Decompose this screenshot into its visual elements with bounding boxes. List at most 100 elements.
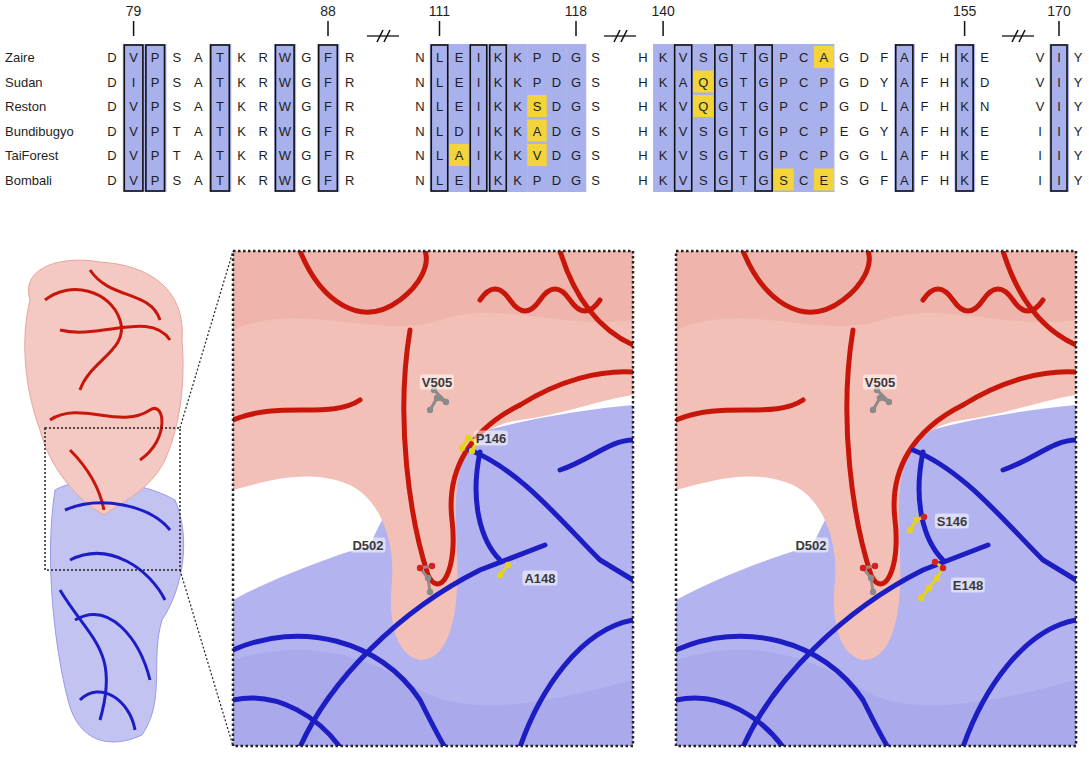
position-number: 79 (126, 4, 142, 18)
residue-letter: K (494, 173, 503, 186)
position-tick (327, 21, 329, 36)
residue-letter: G (301, 100, 311, 113)
residue-letter: D (552, 124, 561, 137)
residue-letter: R (345, 51, 354, 64)
identity-box (319, 45, 338, 191)
residue-letter: S (591, 75, 600, 88)
residue-letter: R (258, 100, 267, 113)
residue-letter: K (659, 100, 668, 113)
residue-letter: P (820, 149, 829, 162)
residue-letter: K (659, 149, 668, 162)
break-slash (1012, 30, 1018, 42)
residue-atom (465, 435, 471, 441)
conserved-shading (673, 44, 694, 192)
residue-letter: E (980, 149, 989, 162)
residue-letter: R (345, 100, 354, 113)
blue-ribbon (70, 554, 165, 600)
residue-letter: I (477, 100, 481, 113)
red-ribbon (50, 408, 162, 460)
residue-letter: F (324, 173, 332, 186)
residue-letter: T (740, 173, 748, 186)
residue-letter: K (494, 124, 503, 137)
conserved-shading (566, 44, 586, 192)
red-ribbon (70, 450, 104, 510)
position-number: 118 (565, 4, 587, 18)
identity-box (431, 45, 448, 191)
residue-letter: G (301, 51, 311, 64)
residue-letter: L (436, 51, 443, 64)
residue-letter: V (1036, 100, 1045, 113)
blue-ribbon (75, 615, 150, 680)
residue-letter: T (216, 173, 224, 186)
residue-letter: N (415, 75, 424, 88)
residue-atom (429, 563, 435, 569)
zoom-panel (676, 251, 1076, 747)
residue-atom (434, 395, 440, 401)
residue-letter: W (279, 173, 291, 186)
residue-letter: R (258, 51, 267, 64)
residue-letter: W (279, 124, 291, 137)
residue-letter: G (759, 51, 769, 64)
zoom-line (180, 570, 233, 746)
species-name: TaiForest (5, 149, 58, 162)
red-ribbon (60, 326, 170, 340)
residue-letter: S (699, 149, 708, 162)
residue-letter: T (740, 75, 748, 88)
conserved-shading (508, 44, 528, 192)
residue-letter: N (415, 149, 424, 162)
residue-letter: S (699, 173, 708, 186)
residue-letter: K (513, 51, 522, 64)
residue-letter: K (494, 75, 503, 88)
residue-letter: E (455, 51, 464, 64)
blue-ribbon (560, 440, 633, 470)
panel-border (676, 251, 1076, 746)
residue-letter: F (920, 51, 928, 64)
identity-box (490, 45, 507, 191)
residue-letter: S (591, 149, 600, 162)
residue-letter: Y (1074, 75, 1083, 88)
conserved-shading (527, 44, 547, 192)
residue-letter: V (679, 173, 688, 186)
residue-letter: C (799, 149, 808, 162)
residue-letter: K (237, 75, 246, 88)
residue-letter: A (900, 124, 909, 137)
residue-atom (870, 407, 876, 413)
residue-letter: P (820, 124, 829, 137)
identity-box (211, 45, 230, 191)
residue-letter: I (1038, 124, 1042, 137)
residue-letter: I (1057, 124, 1061, 137)
residue-atom (921, 514, 927, 520)
residue-letter: G (301, 173, 311, 186)
identity-box (956, 45, 973, 191)
residue-letter: N (415, 173, 424, 186)
residue-letter: W (279, 75, 291, 88)
residue-letter: Y (1074, 124, 1083, 137)
residue-letter: I (1057, 51, 1061, 64)
residue-letter: A (194, 75, 203, 88)
residue-letter: P (151, 173, 160, 186)
alignment-graphics (123, 21, 1069, 192)
sequence-break (367, 30, 399, 42)
structure-illustration (25, 251, 1076, 747)
residue-letter: V (679, 124, 688, 137)
residue-letter: S (172, 75, 181, 88)
residue-label: P146 (474, 431, 508, 446)
residue-label: D502 (350, 538, 385, 553)
red-surface (25, 260, 183, 515)
residue-letter: S (699, 124, 708, 137)
residue-letter: P (151, 100, 160, 113)
residue-letter: G (571, 124, 581, 137)
residue-letter: K (960, 51, 969, 64)
red-ribbon (45, 290, 122, 390)
conserved-shading (754, 44, 775, 192)
residue-atom (505, 562, 511, 568)
residue-letter: D (859, 51, 868, 64)
residue-letter: G (839, 75, 849, 88)
residue-atom (459, 445, 465, 451)
residue-letter: F (920, 75, 928, 88)
residue-letter: K (513, 149, 522, 162)
residue-letter: S (591, 124, 600, 137)
residue-letter: G (839, 100, 849, 113)
blue-ribbon (233, 698, 340, 746)
